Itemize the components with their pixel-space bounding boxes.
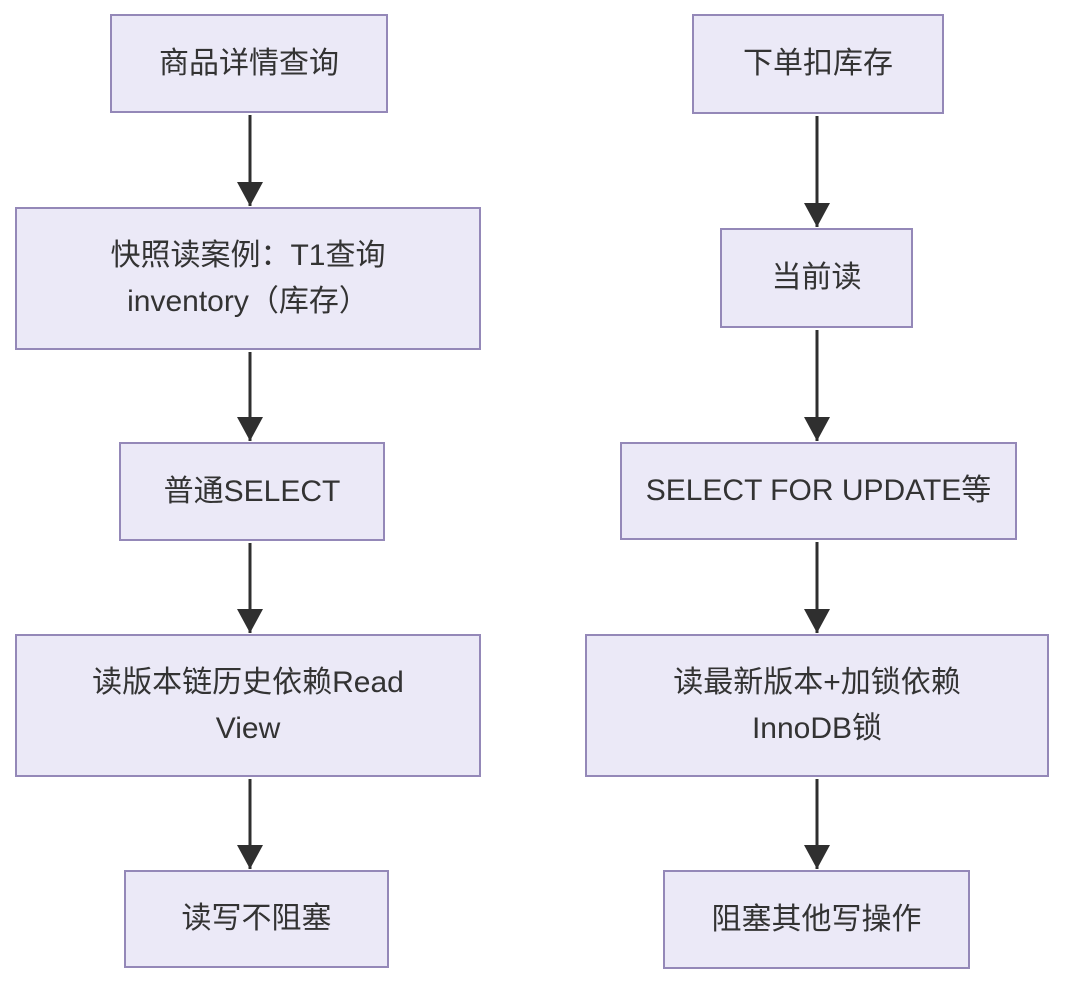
node-label: SELECT FOR UPDATE等: [645, 474, 992, 507]
node-label: 快照读案例：T1查询 inventory（库存）: [110, 238, 386, 318]
node-label: 读写不阻塞: [181, 902, 332, 935]
node-label: 下单扣库存: [743, 47, 893, 80]
node-label: 读版本链历史依赖Read View: [92, 665, 404, 745]
node-snapshot-read-case: 快照读案例：T1查询 inventory（库存）: [15, 207, 481, 350]
node-label: 普通SELECT: [163, 474, 341, 508]
node-block-other-writes: 阻塞其他写操作: [663, 870, 970, 969]
node-product-detail-query: 商品详情查询: [110, 14, 388, 113]
node-order-deduct-stock: 下单扣库存: [692, 14, 944, 114]
node-innodb-lock-dependency: 读最新版本+加锁依赖 InnoDB锁: [585, 634, 1049, 777]
node-current-read: 当前读: [720, 228, 913, 328]
node-read-write-no-block: 读写不阻塞: [124, 870, 389, 968]
node-read-view-dependency: 读版本链历史依赖Read View: [15, 634, 481, 777]
node-label: 读最新版本+加锁依赖 InnoDB锁: [673, 665, 961, 745]
node-label: 当前读: [771, 261, 862, 294]
node-label: 商品详情查询: [159, 46, 339, 80]
node-label: 阻塞其他写操作: [711, 902, 922, 936]
node-select-for-update: SELECT FOR UPDATE等: [620, 442, 1017, 540]
node-plain-select: 普通SELECT: [119, 442, 385, 541]
